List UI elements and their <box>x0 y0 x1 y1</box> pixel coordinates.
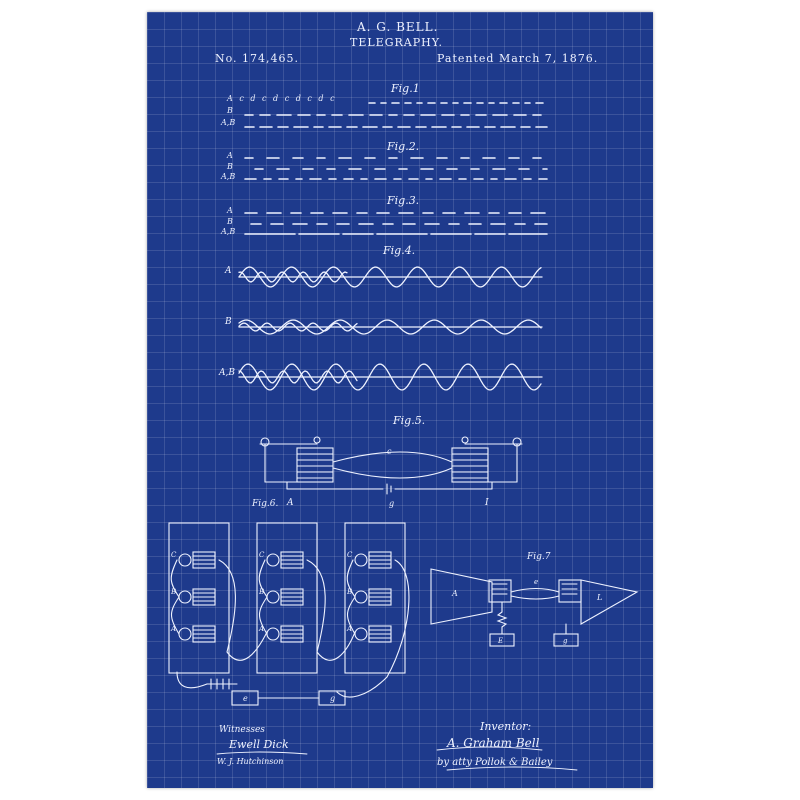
fig4-row-ab: A,B <box>219 368 235 378</box>
fig5-label-i: I <box>484 498 489 508</box>
fig7-label-l: L <box>596 593 602 602</box>
fig5-label: Fig.5. <box>393 414 426 427</box>
patent-subtitle: TELEGRAPHY. <box>350 36 444 49</box>
witnesses-label: Witnesses <box>219 725 265 735</box>
patent-title: A. G. BELL. <box>357 20 439 34</box>
fig3-label: Fig.3. <box>387 194 420 207</box>
fig7-label-a: A <box>451 589 458 598</box>
fig6-side-label: C <box>171 551 177 559</box>
fig2-row-a: A <box>227 151 233 160</box>
wave-forms <box>238 266 543 391</box>
fig6-side-label: C <box>347 551 353 559</box>
witness-signature-2: W. J. Hutchinson <box>217 757 284 766</box>
patent-number: No. 174,465. <box>215 52 300 65</box>
fig2-row-b: B <box>227 162 233 171</box>
fig1-letters: A c d c d c d c d c <box>227 94 337 103</box>
fig6-side-label: A <box>170 625 176 633</box>
fig5-label-c: c <box>387 447 392 456</box>
blueprint-poster: A. G. BELL. TELEGRAPHY. No. 174,465. Pat… <box>147 12 653 788</box>
fig6-label-e: e <box>243 694 248 703</box>
fig6-label-g: g <box>330 694 335 703</box>
patent-date: Patented March 7, 1876. <box>437 52 599 65</box>
fig1-label: Fig.1 <box>391 82 420 95</box>
fig2-label: Fig.2. <box>387 140 420 153</box>
fig6-apparatus <box>168 522 410 706</box>
fig3-row-ab: A,B <box>221 227 236 236</box>
inventor-signature: A. Graham Bell <box>447 736 540 750</box>
fig7-label: Fig.7 <box>527 552 551 562</box>
fig6-label: Fig.6. <box>252 499 279 509</box>
fig6-side-label: B <box>258 588 264 596</box>
attorney-signature: by atty Pollok & Bailey <box>437 757 553 768</box>
fig7-label-e2: E <box>497 637 503 645</box>
signature-flourishes <box>216 746 578 771</box>
fig1-row-b: B <box>227 106 233 115</box>
inventor-label: Inventor: <box>480 720 532 733</box>
fig7-apparatus <box>430 568 639 647</box>
fig7-label-g: g <box>563 637 568 645</box>
fig5-label-g: g <box>389 499 394 508</box>
fig5-apparatus <box>259 436 523 495</box>
fig4-row-b: B <box>225 317 232 327</box>
fig6-side-label: B <box>346 588 352 596</box>
fig1-row-ab: A,B <box>221 118 236 127</box>
witness-signature-1: Ewell Dick <box>229 738 289 751</box>
fig6-side-label: A <box>258 625 264 633</box>
dash-code-rows <box>244 102 548 235</box>
fig6-side-label: A <box>346 625 352 633</box>
fig5-label-a: A <box>286 498 294 508</box>
fig3-row-a: A <box>227 206 233 215</box>
fig4-label: Fig.4. <box>383 244 416 257</box>
fig7-label-e: e <box>534 578 538 586</box>
fig6-side-label: B <box>170 588 176 596</box>
fig2-row-ab: A,B <box>221 172 236 181</box>
fig3-row-b: B <box>227 217 233 226</box>
fig6-side-label: C <box>259 551 265 559</box>
fig4-row-a: A <box>225 266 232 276</box>
